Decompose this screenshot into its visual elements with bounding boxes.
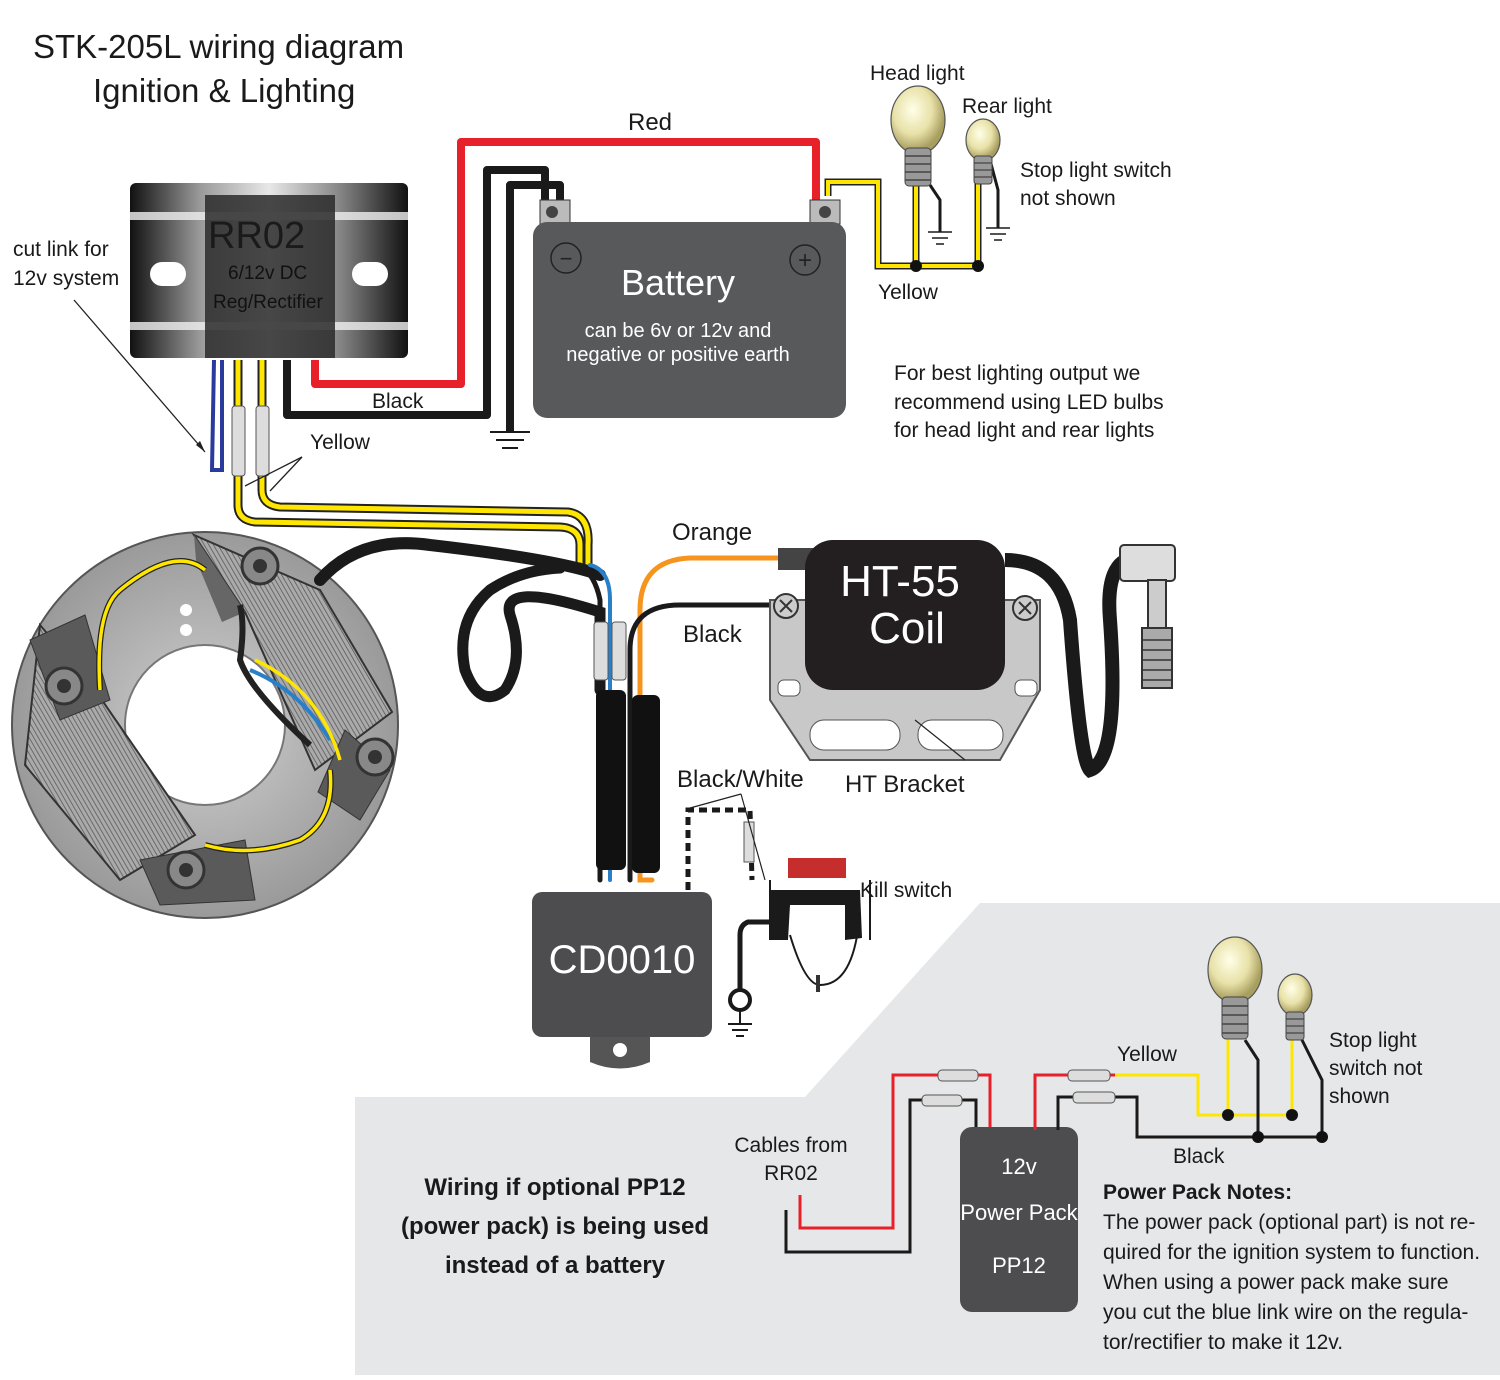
- kill-switch: [685, 807, 871, 1037]
- battery: − + Battery can be 6v or 12v and negativ…: [533, 199, 846, 418]
- black-wire-label: Black: [372, 390, 424, 413]
- head-light-label: Head light: [870, 62, 965, 85]
- pp-notes-title: Power Pack Notes:: [1103, 1181, 1292, 1204]
- stator-harness: [314, 537, 793, 883]
- pp-unit-2: Power Pack: [960, 1200, 1078, 1225]
- red-wire-label: Red: [628, 109, 672, 136]
- coil-line2: Coil: [869, 604, 945, 653]
- battery-note2: negative or positive earth: [566, 344, 789, 366]
- pp-input-wires: [784, 1069, 992, 1254]
- stator: [11, 531, 399, 919]
- rr02-regulator: RR02 6/12v DC Reg/Rectifier: [130, 183, 408, 358]
- pp-unit-3: PP12: [992, 1253, 1046, 1278]
- coil-line1: HT-55: [840, 557, 960, 606]
- pp-heading-2: (power pack) is being used: [401, 1213, 709, 1240]
- pp-rear-light-bulb: [1277, 973, 1313, 1041]
- pp-unit-1: 12v: [1001, 1154, 1036, 1179]
- battery-positive: +: [798, 247, 812, 274]
- pp12-unit: 12v Power Pack PP12: [960, 1127, 1079, 1312]
- pp-note-4: you cut the blue link wire on the regula…: [1103, 1301, 1468, 1324]
- rear-light-bulb: [965, 118, 1001, 185]
- cables-from-2: RR02: [764, 1162, 818, 1185]
- pp-note-1: The power pack (optional part) is not re…: [1103, 1211, 1475, 1234]
- cdi-label: CD0010: [549, 938, 696, 982]
- battery-negative: −: [560, 246, 573, 271]
- pp-note-3: When using a power pack make sure: [1103, 1271, 1449, 1294]
- red-wire: [311, 138, 820, 388]
- yellow-lights-label: Yellow: [878, 281, 939, 304]
- power-pack-notes: Power Pack Notes: The power pack (option…: [1103, 1181, 1480, 1354]
- rear-light-label: Rear light: [962, 95, 1052, 118]
- ht-lead: [1004, 544, 1176, 779]
- title-line2: Ignition & Lighting: [93, 72, 355, 109]
- black-white-label: Black/White: [677, 766, 804, 793]
- yellow-top-label: Yellow: [310, 431, 371, 454]
- cut-link-line1: cut link for: [13, 238, 109, 261]
- pp-head-light-bulb: [1207, 936, 1263, 1040]
- lighting-circuit: [824, 159, 1010, 272]
- orange-wire-label: Orange: [672, 519, 752, 546]
- rr02-model: RR02: [208, 215, 305, 257]
- black-coil-label: Black: [683, 621, 743, 648]
- ht55-coil: HT-55 Coil: [778, 540, 1005, 690]
- pp-note-2: quired for the ignition system to functi…: [1103, 1241, 1480, 1264]
- pp-heading-3: instead of a battery: [445, 1252, 666, 1279]
- pp-yellow-label: Yellow: [1117, 1043, 1178, 1066]
- stop-note-line2: not shown: [1020, 187, 1116, 210]
- power-pack-heading: Wiring if optional PP12 (power pack) is …: [401, 1174, 709, 1279]
- title-line1: STK-205L wiring diagram: [33, 28, 404, 65]
- pp-stop-note-3: shown: [1329, 1085, 1390, 1108]
- rr02-desc: Reg/Rectifier: [213, 292, 323, 313]
- kill-switch-label: Kill switch: [860, 879, 952, 902]
- cd0010-unit: CD0010: [532, 892, 712, 1069]
- stop-note-line1: Stop light switch: [1020, 159, 1172, 182]
- cut-link: cut link for 12v system: [13, 238, 224, 472]
- pp-stop-note-1: Stop light: [1329, 1029, 1417, 1052]
- led-note-3: for head light and rear lights: [894, 419, 1154, 442]
- battery-note1: can be 6v or 12v and: [585, 320, 772, 342]
- head-light-bulb: [890, 85, 946, 187]
- pp-stop-note-2: switch not: [1329, 1057, 1423, 1080]
- power-pack-panel: [355, 903, 1500, 1375]
- pp-output-wires: [1033, 1039, 1328, 1143]
- earth-wire: [506, 181, 564, 432]
- diagram-title: STK-205L wiring diagram Ignition & Light…: [33, 28, 404, 109]
- cut-link-line2: 12v system: [13, 267, 119, 290]
- pp-black-label: Black: [1173, 1145, 1225, 1168]
- pp-heading-1: Wiring if optional PP12: [424, 1174, 685, 1201]
- rr02-spec: 6/12v DC: [228, 263, 307, 284]
- bracket-label: HT Bracket: [845, 771, 965, 798]
- black-wire: [283, 166, 549, 419]
- led-note-2: recommend using LED bulbs: [894, 391, 1164, 414]
- battery-name: Battery: [621, 262, 735, 303]
- bw-arrow1: [689, 793, 742, 809]
- bw-arrow2: [740, 793, 766, 881]
- led-note-1: For best lighting output we: [894, 362, 1140, 385]
- cables-from-1: Cables from: [734, 1134, 847, 1157]
- pp-note-5: tor/rectifier to make it 12v.: [1103, 1331, 1343, 1354]
- earth-symbol: [490, 431, 530, 449]
- rr02-battery-wires: [283, 138, 820, 449]
- yellow-wires-stator: Yellow: [231, 360, 593, 565]
